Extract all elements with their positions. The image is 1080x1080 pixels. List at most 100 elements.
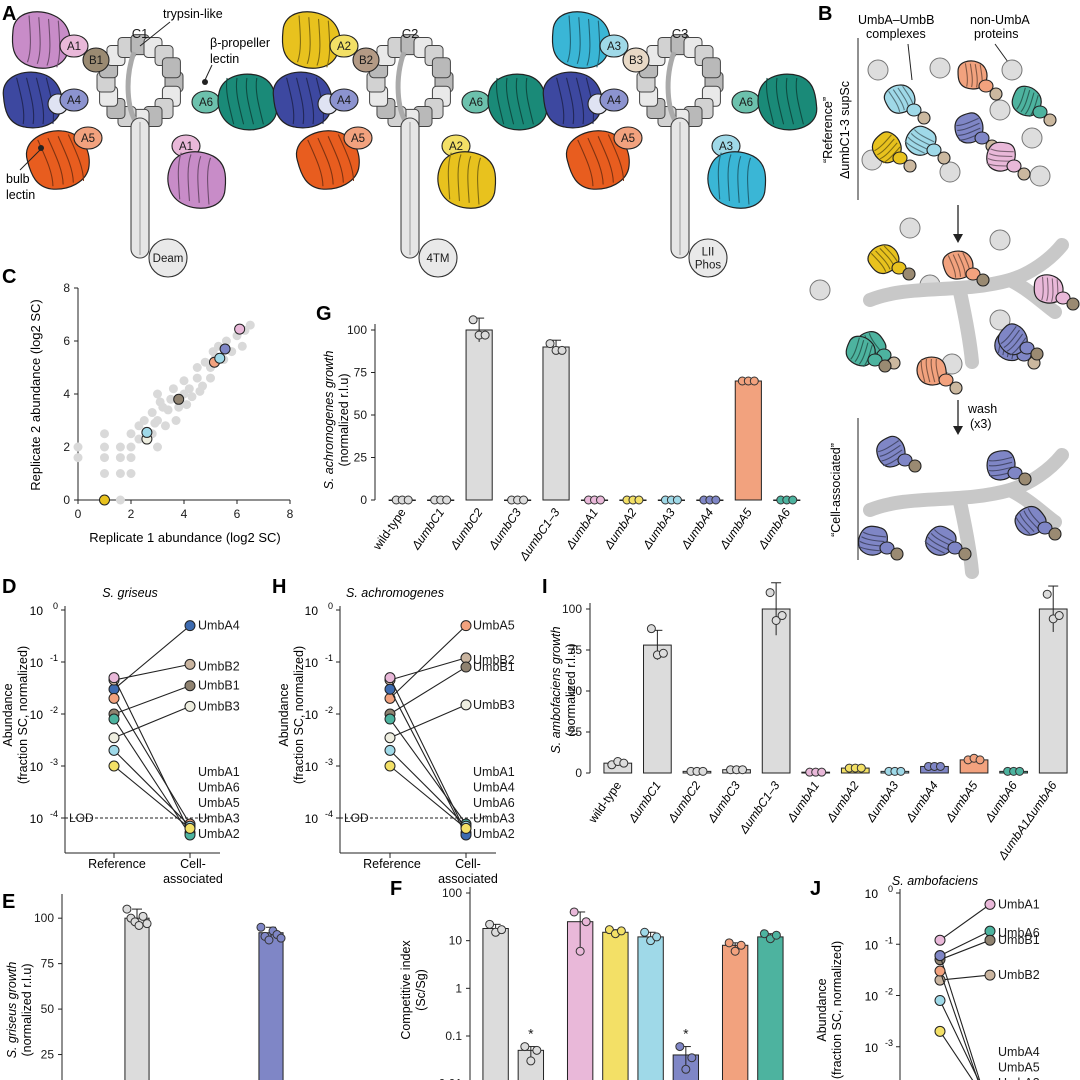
- data-point: [256, 922, 266, 932]
- umb-complex-lectin-blade: [964, 63, 968, 87]
- y-tick-label: 25: [41, 1048, 55, 1062]
- series-line-umba3: [113, 749, 191, 827]
- bound-lectin-blade: [927, 536, 949, 550]
- cell-point-umba2: [460, 822, 472, 834]
- data-point: [771, 615, 781, 625]
- umb-complex-umbb: [937, 151, 951, 165]
- data-point: [675, 1042, 685, 1052]
- y-tick-label: 100: [347, 323, 367, 337]
- bound-lectin-blade: [1014, 515, 1031, 535]
- scatter-point: [73, 453, 83, 463]
- lectin-a1-blade: [46, 18, 51, 66]
- category-label: ΔumbC2: [665, 778, 704, 825]
- data-point: [1042, 589, 1052, 599]
- umb-complex-umbb: [949, 381, 963, 395]
- panel-b-diagram: [809, 38, 1080, 579]
- lectin-a6-body: [757, 73, 818, 131]
- y-tick-exponent: 0: [328, 601, 333, 611]
- tail-label: 4TM: [427, 253, 450, 265]
- data-point: [142, 919, 152, 929]
- data-point: [788, 495, 798, 505]
- umb-complex-domain: [1006, 159, 1022, 173]
- scatter-point: [115, 453, 125, 463]
- y-tick-label: 10: [449, 934, 463, 948]
- series-line-umbb3: [113, 705, 191, 739]
- bound-lectin-blade: [957, 253, 966, 276]
- data-point: [640, 927, 650, 937]
- y-tick-label: 75: [569, 643, 583, 657]
- data-point: [485, 919, 495, 929]
- scatter-point: [73, 442, 83, 452]
- data-point: [975, 755, 985, 765]
- y-tick-label: 10: [30, 708, 44, 722]
- y-tick-label: 10: [865, 938, 879, 952]
- lectin-a4-blade: [575, 77, 585, 125]
- scatter-point: [100, 429, 109, 439]
- lectin-a2-blade: [296, 15, 301, 63]
- lectin-a4-blade: [556, 77, 565, 125]
- y-tick-label: 100: [442, 886, 462, 900]
- lectin-a1-blade: [177, 152, 182, 200]
- data-point: [856, 763, 866, 773]
- y-tick-label: 50: [41, 1002, 55, 1016]
- bound-lectin-blade: [1009, 337, 1027, 356]
- non-umba-protein: [809, 279, 831, 301]
- lectin-a1-blade: [187, 154, 192, 202]
- ref-point-umba1: [108, 672, 120, 684]
- bound-lectin-blade: [857, 545, 881, 552]
- lectin-a2-blade: [447, 152, 452, 200]
- domain-label: A1: [179, 141, 193, 153]
- non-umba-protein: [989, 229, 1011, 251]
- lectin-a5-blade: [587, 137, 604, 185]
- scatter-point: [134, 434, 144, 444]
- bar: [602, 931, 629, 1080]
- panel-letter-b: B: [818, 3, 832, 25]
- core-label: C1: [132, 26, 149, 41]
- data-point: [526, 1056, 536, 1066]
- umb-complex-lectin-blade: [930, 358, 936, 383]
- y-tick-exponent: -2: [885, 987, 893, 997]
- bound-lectin-blade: [947, 255, 957, 278]
- panel-i-ylabel-line1: S. ambofaciens growth: [549, 626, 563, 753]
- panel-h-ylabel-line1: Abundance: [277, 683, 291, 746]
- lectin-a4-blade: [35, 77, 45, 125]
- panel-f-ylabel-line1: Competitive index: [399, 940, 413, 1040]
- umb-complex-lectin-blade: [882, 146, 901, 164]
- series-line-umba6: [939, 930, 991, 957]
- x-tick-label: 6: [234, 507, 241, 521]
- cell-point-umbb1: [460, 661, 472, 673]
- series-label: UmbA5: [473, 619, 515, 633]
- lectin-a1-blade: [36, 17, 41, 65]
- series-line-umba4: [389, 688, 467, 836]
- series-label: UmbA1: [998, 897, 1040, 911]
- y-tick-label: 10: [305, 812, 319, 826]
- domain-a4: [329, 88, 359, 112]
- data-point: [711, 495, 721, 505]
- lectin-a6-blade: [496, 77, 505, 125]
- domain-label: A4: [67, 95, 82, 107]
- domain-label: A6: [739, 97, 753, 109]
- umb-complex-umbb: [1043, 113, 1057, 127]
- core-label: C3: [672, 26, 689, 41]
- y-tick-exponent: -1: [50, 653, 58, 663]
- bound-lectin-blade: [1003, 329, 1020, 348]
- bound-lectin-blade: [1000, 326, 1017, 345]
- data-point: [138, 911, 148, 921]
- cell-point-umbb3: [460, 699, 472, 711]
- umb-complex-lectin-blade: [925, 358, 931, 383]
- lod-label: LOD: [69, 811, 94, 825]
- umb-complex-lectin-blade: [974, 64, 978, 88]
- domain-a3: [599, 34, 629, 58]
- ring-core-strand: [395, 51, 409, 124]
- y-tick-label: 10: [865, 990, 879, 1004]
- scatter-point: [184, 384, 194, 394]
- lectin-a4-blade: [295, 77, 305, 125]
- panel-c-ylabel: Replicate 2 abundance (log2 SC): [28, 299, 43, 491]
- annotation-trypsin-like: trypsin-like: [163, 7, 223, 21]
- scatter-point: [237, 341, 247, 351]
- y-tick-label: 0: [575, 766, 582, 780]
- lectin-a6: [487, 73, 548, 131]
- y-tick-label: 10: [30, 604, 44, 618]
